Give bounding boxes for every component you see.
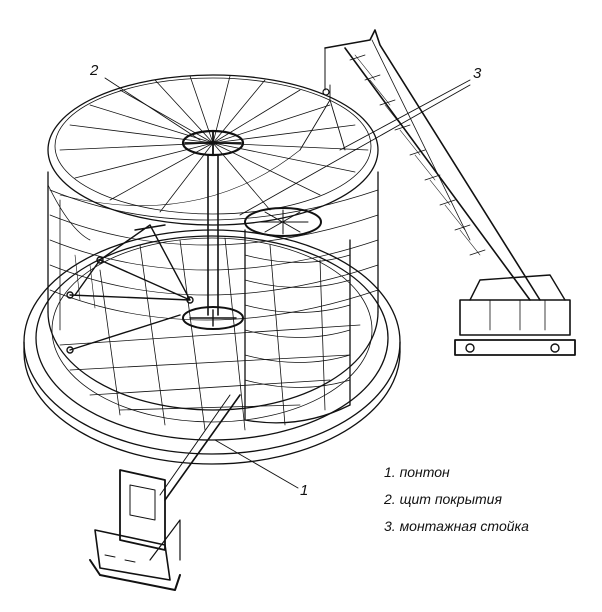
- crawler-tractor: [89, 394, 241, 591]
- callout-leaders: [104, 77, 471, 489]
- legend: 1. понтон 2. щит покрытия 3. монтажная с…: [384, 459, 529, 540]
- legend-item-roof-shield: 2. щит покрытия: [384, 491, 502, 507]
- roof-shield: [54, 75, 372, 215]
- legend-item-mounting-stand: 3. монтажная стойка: [384, 518, 529, 534]
- foundation-ring: [23, 229, 401, 465]
- tank-floor: [51, 237, 373, 431]
- rigging-lines: [239, 84, 471, 216]
- mounting-stand: [182, 154, 244, 330]
- crawler-crane: [322, 29, 576, 356]
- legend-item-pontoon: 1. понтон: [384, 464, 450, 480]
- callout-label-1: 1: [300, 482, 309, 499]
- callout-label-2: 2: [90, 62, 99, 79]
- tank-wall: [47, 74, 379, 411]
- pontoon-frame: [66, 224, 194, 354]
- rolled-wall-sheet: [244, 207, 351, 424]
- callout-label-3: 3: [473, 65, 482, 82]
